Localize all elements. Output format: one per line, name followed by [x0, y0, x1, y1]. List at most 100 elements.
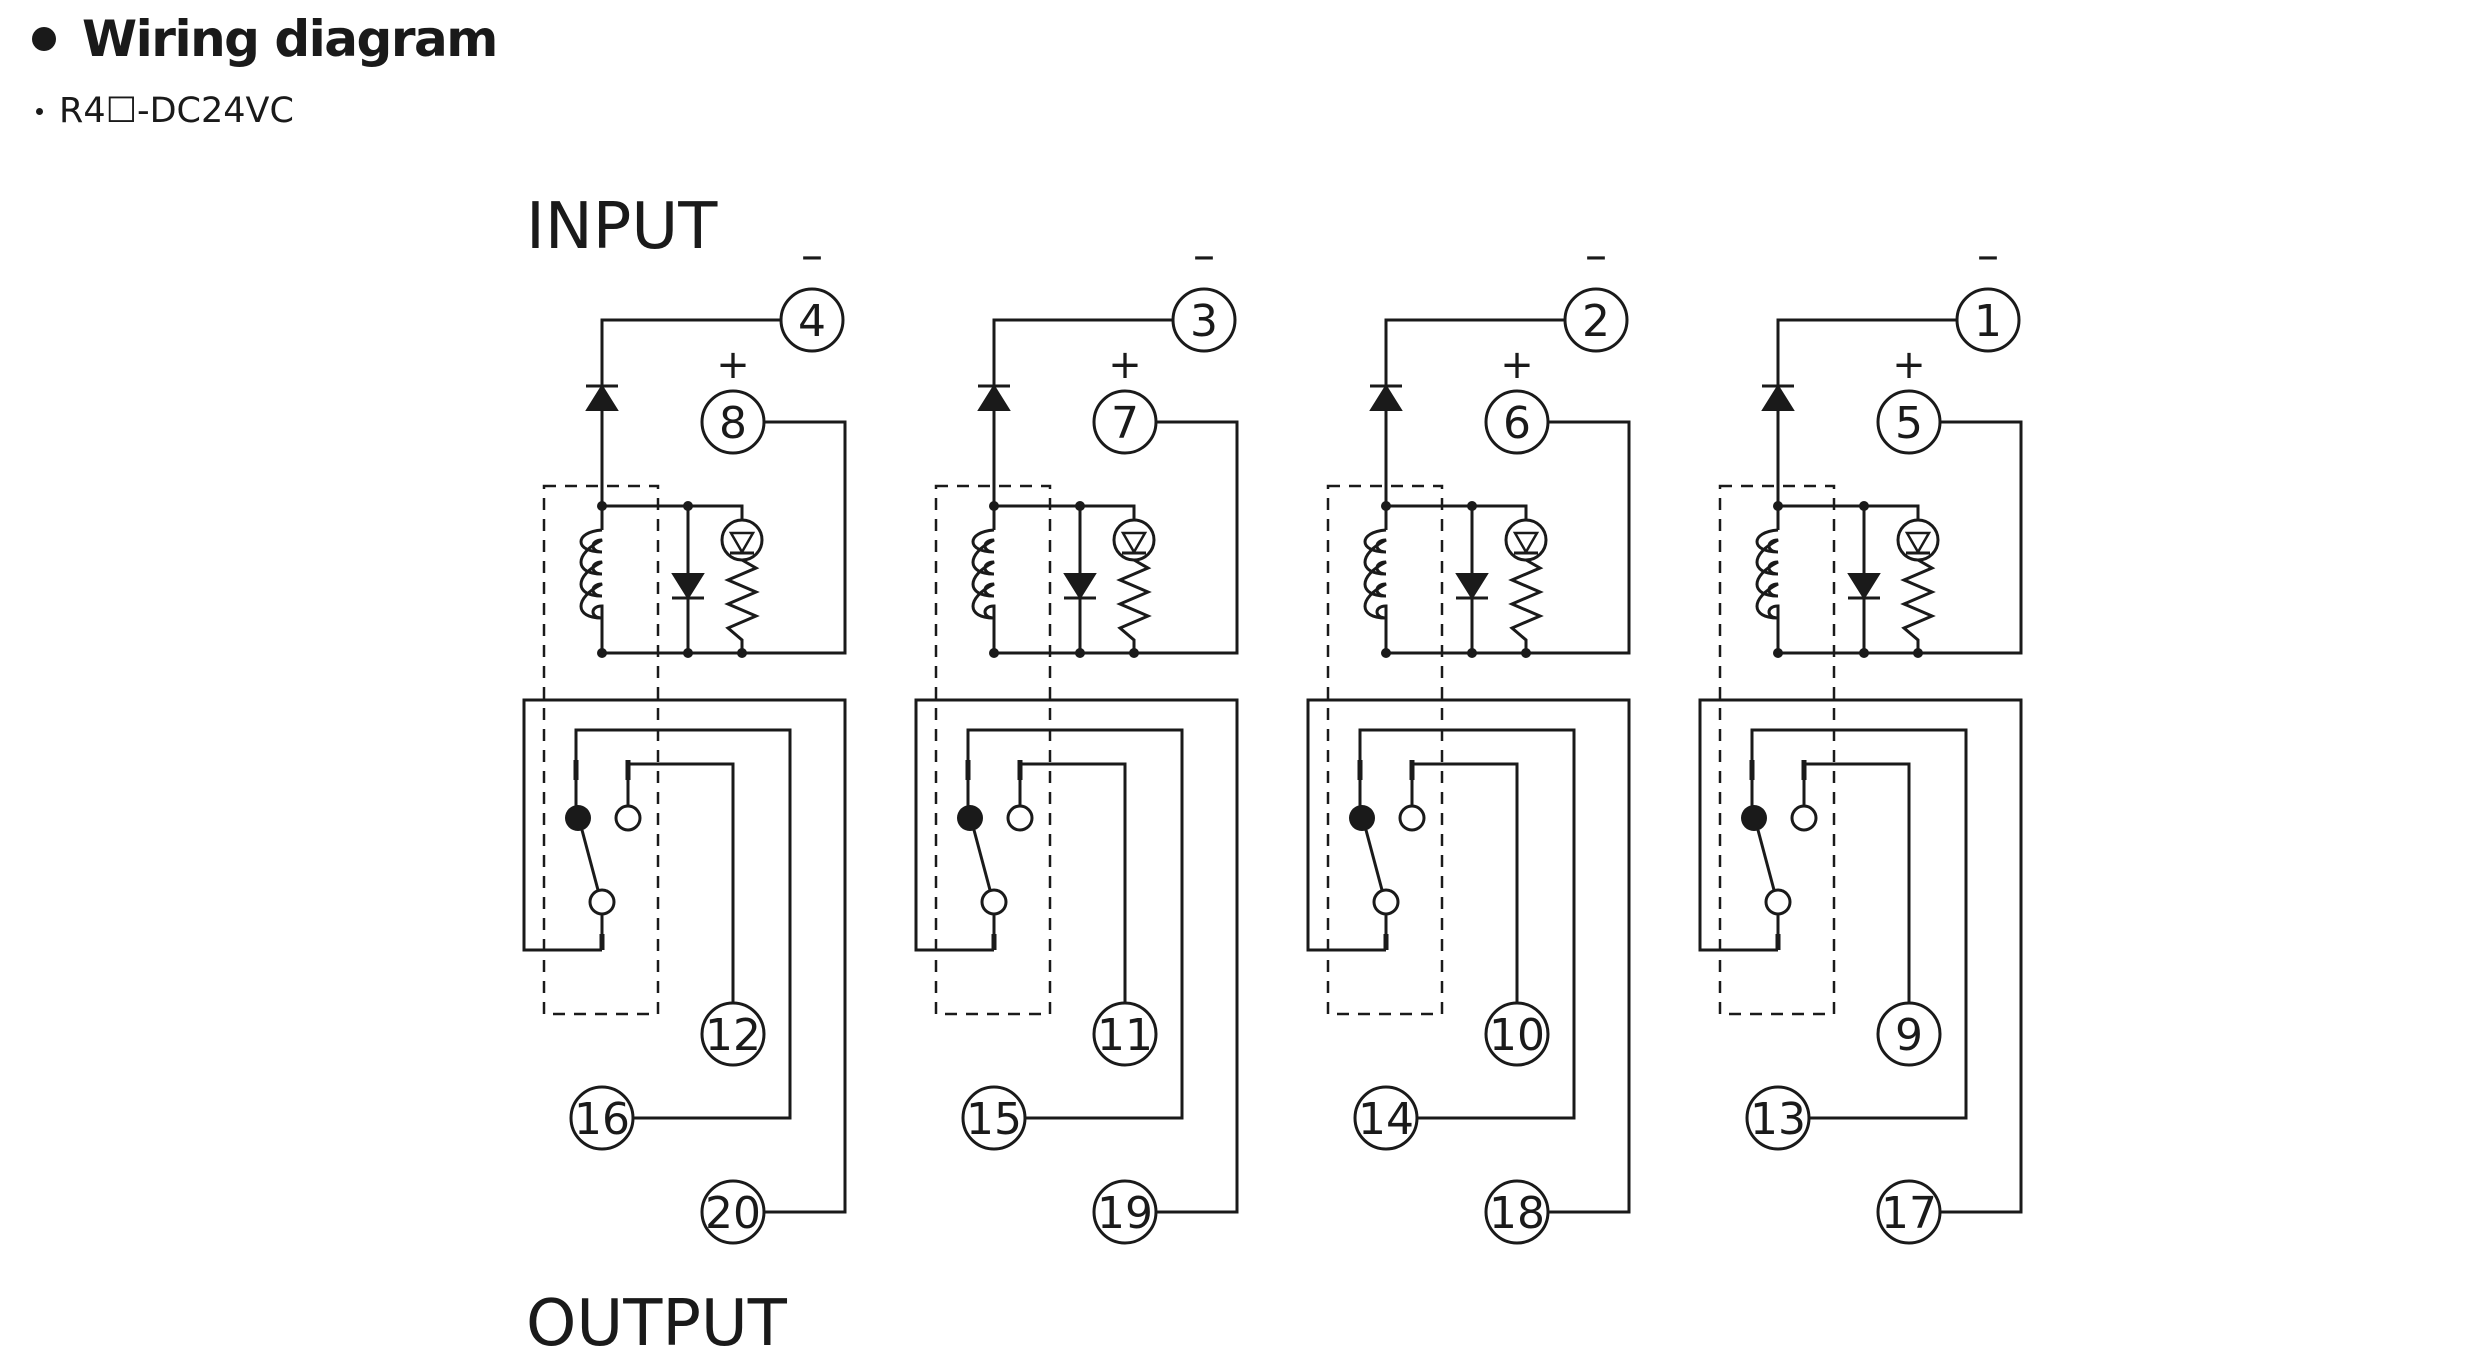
nc-output-wire — [1802, 762, 1911, 1002]
nc-contact-icon — [1006, 804, 1034, 832]
com-output-wire — [1750, 728, 1968, 1120]
com-output-wire — [966, 728, 1184, 1120]
nc-output-wire — [1018, 762, 1127, 1002]
relay-coil-icon — [1755, 528, 1780, 653]
nc-contact-icon — [1398, 804, 1426, 832]
led-triangle — [1904, 531, 1932, 555]
com-output-wire — [1358, 728, 1576, 1120]
terminal-ring-icon — [700, 1001, 766, 1067]
nc-terminal: 10 — [1484, 1001, 1550, 1067]
terminal-ring-icon — [1092, 1001, 1158, 1067]
switch-arm — [1756, 829, 1776, 891]
relay-housing-outline — [1326, 484, 1444, 1016]
relay-coil-icon — [971, 528, 996, 653]
switch-arm — [580, 829, 600, 891]
output-label: OUTPUT — [526, 1287, 788, 1360]
terminal-number: 10 — [1489, 1010, 1545, 1061]
terminal-number: 13 — [1750, 1094, 1806, 1145]
minus-sign: – — [801, 230, 823, 281]
input-diode-icon — [585, 384, 619, 411]
top-bus — [602, 504, 744, 522]
section-title: Wiring diagram — [82, 10, 498, 68]
terminal-ring-icon — [1353, 1085, 1419, 1151]
plus-sign: + — [1500, 342, 1534, 388]
minus-sign: – — [1977, 230, 1999, 281]
input-diode-icon — [977, 384, 1011, 411]
terminal-ring-icon — [1092, 1179, 1158, 1245]
com-terminal: 14 — [1353, 1085, 1419, 1151]
plus-terminal: 6 — [1484, 389, 1550, 455]
terminal-ring-icon — [1484, 1001, 1550, 1067]
common-contact-filled-icon — [1741, 805, 1767, 831]
terminal-number: 1 — [1974, 296, 2002, 347]
terminal-ring-icon — [779, 287, 845, 353]
terminal-number: 8 — [719, 398, 747, 449]
plus-terminal: 7 — [1092, 389, 1158, 455]
plus-wire — [1386, 420, 1631, 655]
switch-pivot-icon — [1372, 888, 1400, 916]
led-triangle — [728, 531, 756, 555]
led-triangle — [1512, 531, 1540, 555]
bullet-dot-icon — [32, 27, 56, 51]
flyback-diode-icon — [1847, 573, 1881, 600]
small-bullet-icon — [36, 107, 43, 115]
flyback-diode-icon — [671, 573, 705, 600]
top-bus — [1386, 504, 1528, 522]
com-terminal: 13 — [1745, 1085, 1811, 1151]
terminal-number: 18 — [1489, 1188, 1545, 1239]
com-terminal: 15 — [961, 1085, 1027, 1151]
no-output-wire — [522, 698, 847, 1214]
terminal-number: 3 — [1190, 296, 1218, 347]
resistor-icon — [1508, 558, 1544, 653]
nc-terminal: 9 — [1876, 1001, 1942, 1067]
nc-terminal: 11 — [1092, 1001, 1158, 1067]
terminal-ring-icon — [1745, 1085, 1811, 1151]
plus-wire — [602, 420, 847, 655]
no-terminal: 18 — [1484, 1179, 1550, 1245]
switch-arm — [972, 829, 992, 891]
nc-contact-icon — [1790, 804, 1818, 832]
terminal-ring-icon — [1955, 287, 2021, 353]
terminal-ring-icon — [1484, 1179, 1550, 1245]
no-output-wire — [1698, 698, 2023, 1214]
minus-wire — [600, 318, 780, 506]
nc-contact-icon — [614, 804, 642, 832]
minus-sign: – — [1193, 230, 1215, 281]
terminal-number: 4 — [798, 296, 826, 347]
relay-housing-outline — [542, 484, 660, 1016]
terminal-number: 11 — [1097, 1010, 1153, 1061]
minus-wire — [992, 318, 1172, 506]
common-contact-filled-icon — [957, 805, 983, 831]
terminal-ring-icon — [700, 1179, 766, 1245]
input-diode-icon — [1369, 384, 1403, 411]
input-label: INPUT — [526, 190, 718, 264]
minus-terminal: 2 — [1563, 287, 1629, 353]
relay-housing-outline — [934, 484, 1052, 1016]
terminal-ring-icon — [1171, 287, 1237, 353]
plus-terminal: 8 — [700, 389, 766, 455]
model-code: R4☐-DC24VC — [59, 91, 294, 131]
no-terminal: 19 — [1092, 1179, 1158, 1245]
relay-coil-icon — [579, 528, 604, 653]
minus-terminal: 3 — [1171, 287, 1237, 353]
terminal-number: 14 — [1358, 1094, 1414, 1145]
no-terminal: 17 — [1876, 1179, 1942, 1245]
terminal-number: 16 — [574, 1094, 630, 1145]
terminal-ring-icon — [1876, 1001, 1942, 1067]
nc-output-wire — [1410, 762, 1519, 1002]
terminal-ring-icon — [1563, 287, 1629, 353]
terminal-ring-icon — [1876, 1179, 1942, 1245]
common-contact-filled-icon — [1349, 805, 1375, 831]
plus-wire — [994, 420, 1239, 655]
plus-wire — [1778, 420, 2023, 655]
switch-pivot-icon — [980, 888, 1008, 916]
terminal-number: 20 — [705, 1188, 761, 1239]
terminal-number: 17 — [1881, 1188, 1937, 1239]
model-line: R4☐-DC24VC — [36, 86, 294, 136]
